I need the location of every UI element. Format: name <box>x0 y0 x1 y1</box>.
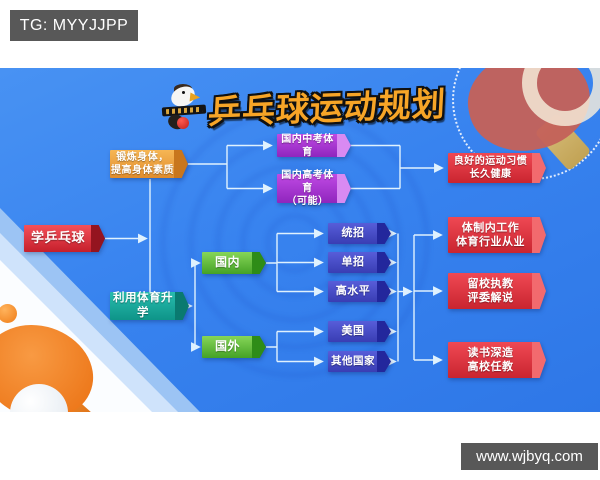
node-high-level: 高水平 <box>328 281 391 302</box>
node-gaokao-pe: 国内高考体育 （可能） <box>277 170 351 207</box>
tg-watermark-label: TG: MYYJJPP <box>19 16 129 34</box>
node-domestic: 国内 <box>202 252 266 274</box>
node-unified-admission: 统招 <box>328 223 391 244</box>
connector-lines <box>105 140 444 367</box>
logo-ball-icon <box>177 117 189 129</box>
diagram-title: 乒乓球运动规划 <box>207 85 447 131</box>
node-learn-table-tennis: 学乒乓球 <box>24 225 105 252</box>
site-watermark-label: www.wjbyq.com <box>476 448 583 465</box>
node-system-work: 体制内工作 体育行业从业 <box>448 217 546 253</box>
node-single-admission: 单招 <box>328 252 391 273</box>
brand-logo <box>160 84 208 134</box>
tg-watermark: TG: MYYJJPP <box>10 10 138 41</box>
node-other-countries: 其他国家 <box>328 351 391 372</box>
node-good-habits-health: 良好的运动习惯 长久健康 <box>448 153 546 183</box>
node-school-coach: 留校执教 评委解说 <box>448 273 546 309</box>
site-watermark: www.wjbyq.com <box>461 443 598 470</box>
node-exercise-body: 锻炼身体， 提高身体素质 <box>110 150 188 178</box>
node-further-study: 读书深造 高校任教 <box>448 342 546 378</box>
node-sports-admission: 利用体育升学 <box>110 292 189 320</box>
eagle-beak-icon <box>189 92 201 103</box>
node-zhongkao-pe: 国内中考体育 <box>277 134 351 158</box>
eagle-eye-icon <box>182 91 185 94</box>
poster-image: 乒乓球运动规划 <box>0 68 600 412</box>
logo-banner <box>161 104 207 117</box>
node-usa: 美国 <box>328 321 391 342</box>
orange-ball-icon <box>0 304 17 323</box>
node-abroad: 国外 <box>202 336 266 358</box>
